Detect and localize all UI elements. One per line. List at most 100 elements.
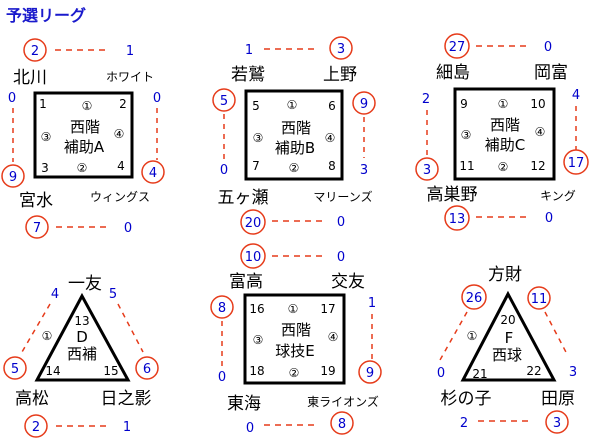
- score: 0: [218, 370, 226, 385]
- team-name: キング: [540, 189, 576, 203]
- match-line: [439, 311, 468, 361]
- score-ball-text: 11: [531, 292, 548, 307]
- match-line: [544, 311, 569, 357]
- team-name: 方財: [488, 265, 522, 285]
- score: 3: [569, 365, 577, 380]
- score-ball-text: 9: [366, 366, 374, 381]
- score-ball-text: 2: [31, 44, 39, 59]
- match-line: [21, 303, 51, 353]
- score: 5: [109, 287, 117, 302]
- team-name: 東ライオンズ: [307, 394, 379, 409]
- group-b: 1 3 若鷲 上野 5 0 9 3 5 6 7 8 ① ② ③ ④: [212, 36, 376, 235]
- score-ball-text: 17: [568, 156, 585, 171]
- match-number: 3: [41, 161, 49, 175]
- score-ball-text: 13: [449, 212, 466, 227]
- team-name: 一友: [68, 274, 102, 294]
- round-marker: ②: [77, 161, 88, 175]
- match-number: 22: [526, 364, 541, 378]
- round-marker: ③: [41, 130, 52, 144]
- score: 1: [245, 43, 253, 58]
- score: 2: [460, 416, 468, 431]
- match-number: 15: [103, 364, 118, 378]
- score: 4: [51, 287, 59, 302]
- team-name: 五ヶ瀬: [218, 188, 269, 208]
- score-ball-text: 9: [360, 97, 368, 112]
- score: 1: [368, 296, 376, 311]
- score-ball-text: 9: [9, 170, 17, 185]
- team-name: 田原: [541, 389, 575, 409]
- score: 1: [123, 420, 131, 435]
- group-e: 10 0 富高 交友 8 0 1 9 16 17 18 19 ① ② ③ ④ 西…: [210, 243, 382, 436]
- team-name: 杉の子: [441, 389, 492, 409]
- match-number: 12: [530, 159, 545, 173]
- group-f: 方財 26 11 0 3 20 ① F 西球 21 22 杉の子 田原 2 3: [437, 265, 577, 434]
- score: 0: [220, 163, 228, 178]
- round-marker: ③: [461, 128, 472, 142]
- group-triangle: [460, 290, 557, 382]
- round-marker: ①: [498, 97, 509, 111]
- score-ball-text: 26: [466, 291, 483, 306]
- score-ball: [545, 410, 569, 434]
- team-name: 宮水: [19, 191, 53, 211]
- score-ball: [141, 160, 165, 184]
- score: 3: [360, 163, 368, 178]
- score-ball: [23, 38, 47, 62]
- round-marker: ④: [535, 125, 546, 139]
- team-name: 細島: [436, 63, 470, 83]
- match-number: 9: [460, 97, 468, 111]
- score-ball: [563, 149, 589, 175]
- score: 0: [246, 421, 254, 436]
- score-ball-text: 2: [32, 420, 40, 435]
- score: 0: [337, 215, 345, 230]
- score-ball: [352, 91, 376, 115]
- score-ball-text: 4: [149, 166, 157, 181]
- score-ball: [3, 356, 27, 380]
- score: 0: [153, 91, 161, 106]
- score-ball-text: 8: [218, 301, 226, 316]
- match-number: 1: [39, 97, 47, 111]
- score-ball-text: 3: [553, 416, 561, 431]
- round-marker: ②: [289, 161, 300, 175]
- score-ball-text: 27: [449, 40, 466, 55]
- score: 0: [545, 211, 553, 226]
- round-marker: ①: [288, 302, 299, 316]
- score-ball: [25, 215, 49, 239]
- group-box: [33, 91, 134, 179]
- page-title: 予選リーグ: [6, 6, 87, 25]
- team-name: ウィングス: [90, 190, 150, 204]
- score-ball-text: 5: [220, 94, 228, 109]
- venue-name: 補助B: [275, 139, 315, 157]
- match-number: 18: [249, 364, 264, 378]
- match-number: 21: [472, 367, 487, 381]
- team-name: 交友: [331, 272, 365, 292]
- score: 0: [124, 221, 132, 236]
- score: 0: [544, 40, 552, 55]
- venue-name: 補助C: [485, 136, 525, 154]
- team-name: 高巣野: [427, 185, 478, 205]
- score-ball: [527, 286, 551, 310]
- match-number: 8: [328, 159, 336, 173]
- match-number: 13: [74, 314, 89, 328]
- score: 0: [337, 250, 345, 265]
- score-ball-text: 8: [338, 417, 346, 432]
- score: 4: [572, 88, 580, 103]
- venue-name: F: [505, 329, 514, 347]
- score-ball: [415, 157, 439, 181]
- match-number: 4: [117, 159, 125, 173]
- match-number: 2: [119, 97, 127, 111]
- score-ball: [461, 284, 487, 310]
- team-name: 北川: [13, 68, 47, 88]
- score-ball: [210, 295, 234, 319]
- venue-name: 西補: [67, 345, 97, 363]
- team-name: 日之影: [101, 389, 152, 409]
- venue-name: 西階: [281, 321, 311, 339]
- round-marker: ④: [328, 330, 339, 344]
- score-ball-text: 6: [143, 362, 151, 377]
- venue-name: 西階: [70, 118, 100, 136]
- match-line: [117, 303, 144, 353]
- group-box: [244, 89, 344, 181]
- team-name: 上野: [323, 65, 357, 85]
- round-marker: ④: [325, 131, 336, 145]
- score-ball-text: 20: [245, 216, 262, 231]
